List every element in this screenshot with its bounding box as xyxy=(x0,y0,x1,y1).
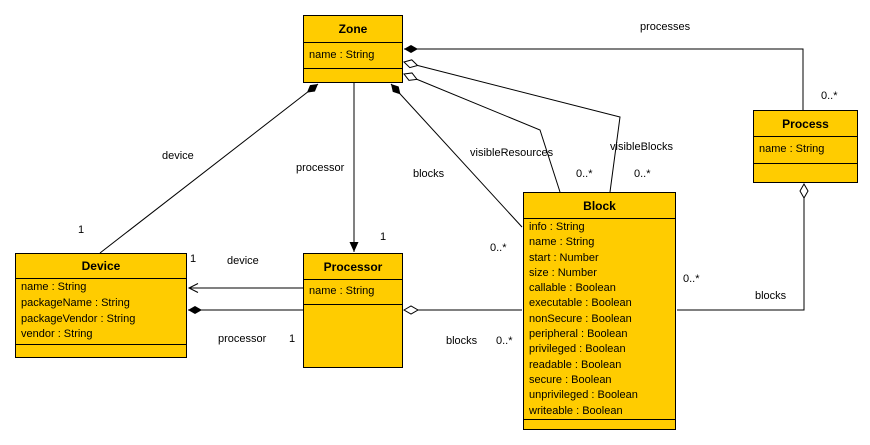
class-process-title: Process xyxy=(782,116,829,131)
class-zone-title: Zone xyxy=(338,22,368,36)
attribute: readable : Boolean xyxy=(529,358,622,371)
attribute: writeable : Boolean xyxy=(529,404,623,417)
multiplicity-label-process-blocks: 0..* xyxy=(683,273,700,285)
multiplicity-label-device-processor: 1 xyxy=(289,333,296,345)
class-processor-title: Processor xyxy=(323,259,383,274)
edge-label-zone-processor: processor xyxy=(296,162,345,174)
class-process-attributes: name : String xyxy=(754,136,857,163)
edge-label-zone-blocks: blocks xyxy=(413,168,445,180)
class-processor[interactable]: Processor name : String xyxy=(303,253,403,368)
edge-zone-process[interactable] xyxy=(404,45,804,110)
edge-zone-blocks[interactable] xyxy=(390,83,523,228)
class-device-attributes: name : String packageName : String packa… xyxy=(16,278,186,344)
class-process-operations-empty xyxy=(754,163,857,182)
edge-label-visibleresources: visibleResources xyxy=(470,147,554,159)
attribute: peripheral : Boolean xyxy=(529,328,628,341)
edge-label-process-blocks: blocks xyxy=(755,290,787,302)
multiplicity-label-zone-processor: 1 xyxy=(380,231,387,243)
attribute: info : String xyxy=(529,221,585,233)
multiplicity-label-visibleresources: 0..* xyxy=(576,168,593,180)
attribute: vendor : String xyxy=(21,328,93,341)
class-block-attributes: info : String name : String start : Numb… xyxy=(524,218,675,419)
class-zone[interactable]: Zone name : String xyxy=(303,15,403,83)
attribute: name : String xyxy=(21,281,87,293)
multiplicity-label-processes: 0..* xyxy=(821,90,838,102)
attribute: name : String xyxy=(309,285,375,298)
class-zone-operations-empty xyxy=(304,68,402,82)
multiplicity-label-processor-blocks: 0..* xyxy=(496,335,513,347)
class-device-operations-empty xyxy=(16,344,186,357)
edge-label-processor-device: device xyxy=(227,255,259,267)
edge-zone-device[interactable] xyxy=(99,83,319,254)
edge-label-device-processor: processor xyxy=(218,333,267,345)
class-block-operations-empty xyxy=(524,419,675,429)
attribute: start : Number xyxy=(529,251,599,264)
attribute: secure : Boolean xyxy=(529,373,612,386)
class-device[interactable]: Device name : String packageName : Strin… xyxy=(15,253,187,358)
edge-process-blocks[interactable] xyxy=(677,182,809,311)
attribute: privileged : Boolean xyxy=(529,343,626,356)
multiplicity-label-zone-device: 1 xyxy=(78,224,85,236)
attribute: packageVendor : String xyxy=(21,312,136,325)
edge-label-processes: processes xyxy=(640,21,691,33)
edge-label-zone-device: device xyxy=(162,150,194,162)
attribute: callable : Boolean xyxy=(529,282,616,295)
class-block-title: Block xyxy=(583,198,616,213)
multiplicity-label-zone-blocks: 0..* xyxy=(490,242,507,254)
attribute: unprivileged : Boolean xyxy=(529,389,638,402)
attribute: name : String xyxy=(309,48,375,61)
class-device-title: Device xyxy=(81,259,121,273)
attribute: name : String xyxy=(529,236,595,249)
edge-zone-visibleresources[interactable] xyxy=(403,72,561,193)
attribute: nonSecure : Boolean xyxy=(529,312,632,325)
class-processor-operations-empty xyxy=(304,304,402,367)
attribute: name : String xyxy=(759,143,825,156)
edge-label-visibleblocks: visibleBlocks xyxy=(610,141,673,153)
attribute: size : Number xyxy=(529,266,597,279)
attribute: executable : Boolean xyxy=(529,297,632,310)
class-block[interactable]: Block info : String name : String start … xyxy=(523,192,676,430)
edge-zone-visibleblocks[interactable] xyxy=(403,59,621,193)
class-processor-attributes: name : String xyxy=(304,279,402,304)
class-process[interactable]: Process name : String xyxy=(753,110,858,183)
attribute: packageName : String xyxy=(21,296,130,309)
edge-label-processor-blocks: blocks xyxy=(446,335,478,347)
multiplicity-label-processor-device: 1 xyxy=(190,253,197,265)
class-zone-attributes: name : String xyxy=(304,42,402,68)
multiplicity-label-visibleblocks: 0..* xyxy=(634,168,651,180)
